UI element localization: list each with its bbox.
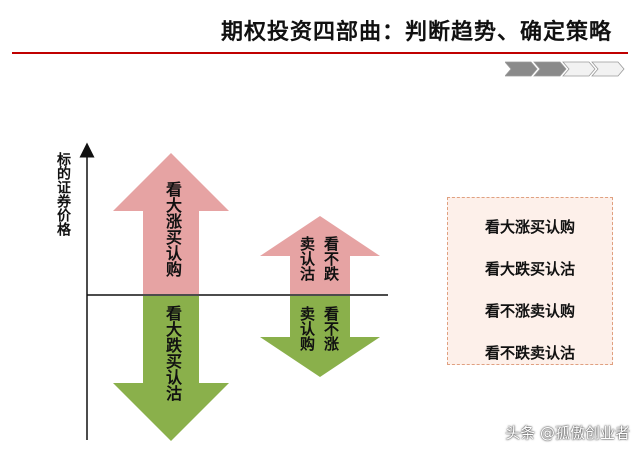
progress-step-3 — [562, 61, 596, 77]
watermark: 头条 @孤傲创业者 — [505, 424, 630, 442]
y-axis-label: 标的证券价格 — [55, 152, 71, 236]
large-down-arrow — [113, 296, 229, 441]
title-divider — [12, 52, 628, 54]
progress-step-4 — [591, 61, 625, 77]
small-up-arrow-label-left: 卖认沽 — [298, 236, 316, 281]
large-up-arrow-label: 看大涨买认购 — [163, 181, 182, 277]
large-up-arrow — [113, 153, 229, 294]
small-up-arrow-label-right: 看不跌 — [322, 236, 340, 281]
summary-item-sell-put: 看不跌卖认沽 — [484, 344, 575, 362]
summary-item-buy-call: 看大涨买认购 — [484, 218, 575, 236]
small-down-arrow-label-left: 卖认购 — [298, 306, 316, 351]
step-progress-indicator — [505, 61, 625, 77]
small-down-arrow — [260, 296, 380, 377]
page-title: 期权投资四部曲：判断趋势、确定策略 — [220, 20, 612, 45]
strategy-summary-box: 看大涨买认购 看大跌买认沽 看不涨卖认购 看不跌卖认沽 — [447, 197, 613, 365]
progress-step-2 — [533, 61, 567, 77]
summary-item-buy-put: 看大跌买认沽 — [484, 260, 575, 278]
summary-item-sell-call: 看不涨卖认购 — [484, 302, 575, 320]
small-down-arrow-label-right: 看不涨 — [322, 306, 340, 351]
small-up-arrow — [260, 216, 380, 294]
progress-step-1 — [505, 61, 538, 77]
large-down-arrow-label: 看大跌买认沽 — [163, 305, 182, 401]
